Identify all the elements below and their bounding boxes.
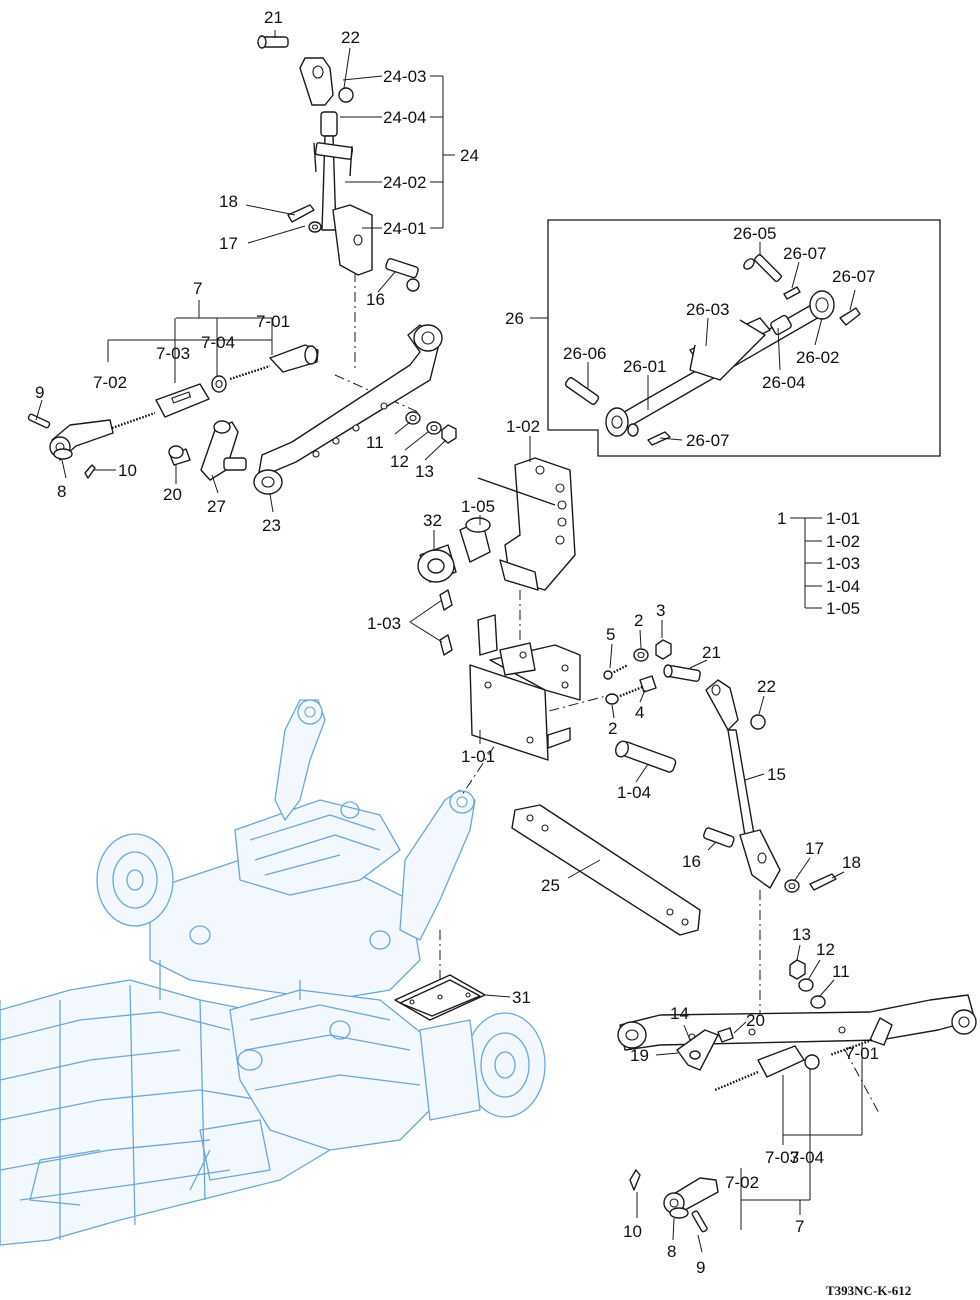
callout-21-top: 21 xyxy=(264,8,283,27)
callout-1-03: 1-03 xyxy=(367,614,401,633)
callout-2-lower: 2 xyxy=(608,719,617,738)
callout-19: 19 xyxy=(630,1046,649,1065)
stabilizer-bar-25 xyxy=(511,804,701,936)
assembly-group-index: 1 1-01 1-02 1-03 1-04 1-05 xyxy=(777,509,860,618)
callout-24-03: 24-03 xyxy=(383,67,426,86)
group-child-1-04: 1-04 xyxy=(826,577,860,596)
callout-20-top: 20 xyxy=(163,485,182,504)
mounting-plate-1-01 xyxy=(439,589,581,761)
callout-16-mid: 16 xyxy=(682,852,701,871)
callout-7-02-low: 7-02 xyxy=(725,1173,759,1192)
callout-10-top: 10 xyxy=(118,461,137,480)
callout-26: 26 xyxy=(505,309,524,328)
lift-arm-23 xyxy=(168,324,457,495)
callout-26-05: 26-05 xyxy=(733,224,776,243)
callout-13-top: 13 xyxy=(415,462,434,481)
callout-26-07-b: 26-07 xyxy=(832,267,875,286)
callout-13-low: 13 xyxy=(792,925,811,944)
callout-24-01: 24-01 xyxy=(383,219,426,238)
callout-labels: 21 22 24-03 24-04 24 24-02 24-01 18 17 1… xyxy=(35,8,879,1277)
callout-8-top: 8 xyxy=(57,482,66,501)
callout-17-mid: 17 xyxy=(805,839,824,858)
callout-23: 23 xyxy=(262,516,281,535)
callout-7-low: 7 xyxy=(795,1217,804,1236)
callout-10-low: 10 xyxy=(623,1222,642,1241)
callout-26-07-c: 26-07 xyxy=(686,431,729,450)
callout-11-low: 11 xyxy=(832,962,850,981)
callout-8-low: 8 xyxy=(667,1242,676,1261)
transmission-housing-outline xyxy=(0,699,546,1246)
group-child-1-02: 1-02 xyxy=(826,532,860,551)
leader-lines xyxy=(35,30,863,1253)
callout-24-04: 24-04 xyxy=(383,108,426,127)
callout-7-04-top: 7-04 xyxy=(201,333,235,352)
callout-21-mid: 21 xyxy=(702,643,721,662)
callout-7-03-low: 7-03 xyxy=(765,1148,799,1167)
bracket-1-02 xyxy=(417,457,576,591)
lift-rod-15 xyxy=(663,664,837,893)
callout-18-mid: 18 xyxy=(842,853,861,872)
hardware-pins-bolts xyxy=(603,639,677,773)
callout-18-top: 18 xyxy=(219,192,238,211)
callout-14: 14 xyxy=(670,1004,689,1023)
callout-26-06: 26-06 xyxy=(563,344,606,363)
callout-26-02: 26-02 xyxy=(796,348,839,367)
callout-1-01: 1-01 xyxy=(461,747,495,766)
callout-26-04: 26-04 xyxy=(762,373,805,392)
callout-26-07-a: 26-07 xyxy=(783,244,826,263)
callout-27: 27 xyxy=(207,497,226,516)
callout-24: 24 xyxy=(460,146,479,165)
callout-15: 15 xyxy=(767,765,786,784)
callout-11-top: 11 xyxy=(366,433,384,452)
callout-7-01-top: 7-01 xyxy=(256,312,290,331)
top-link-assembly-26-box xyxy=(530,219,941,457)
callout-32: 32 xyxy=(423,511,442,530)
callout-24-02: 24-02 xyxy=(383,173,426,192)
drawing-code: T393NC-K-612 xyxy=(826,1283,911,1298)
check-chain-7-lower xyxy=(629,1017,893,1233)
callout-22-top: 22 xyxy=(341,28,360,47)
callout-7-01-low: 7-01 xyxy=(845,1044,879,1063)
callout-22-mid: 22 xyxy=(757,677,776,696)
group-parent: 1 xyxy=(777,509,786,528)
callout-17-top: 17 xyxy=(219,234,238,253)
callout-26-03: 26-03 xyxy=(686,300,729,319)
callout-26-01: 26-01 xyxy=(623,357,666,376)
callout-12-low: 12 xyxy=(816,940,835,959)
callout-1-02: 1-02 xyxy=(506,417,540,436)
callout-12-top: 12 xyxy=(390,452,409,471)
callout-4: 4 xyxy=(635,703,644,722)
callout-1-05: 1-05 xyxy=(461,497,495,516)
callout-31: 31 xyxy=(512,988,531,1007)
group-child-1-05: 1-05 xyxy=(826,599,860,618)
group-child-1-03: 1-03 xyxy=(826,554,860,573)
callout-7-02-top: 7-02 xyxy=(93,373,127,392)
callout-7-04-low: 7-04 xyxy=(790,1148,824,1167)
callout-5: 5 xyxy=(606,625,615,644)
callout-1-04: 1-04 xyxy=(617,783,651,802)
cover-plate-31 xyxy=(394,974,486,1021)
group-child-1-01: 1-01 xyxy=(826,509,860,528)
callout-9-low: 9 xyxy=(696,1258,705,1277)
callout-7-top: 7 xyxy=(193,279,202,298)
callout-3: 3 xyxy=(656,601,665,620)
callout-25: 25 xyxy=(541,876,560,895)
callout-9-top: 9 xyxy=(35,383,44,402)
check-chain-7-upper xyxy=(27,344,319,479)
callout-7-03-top: 7-03 xyxy=(156,344,190,363)
top-link-24 xyxy=(257,35,420,292)
callout-2-upper: 2 xyxy=(634,611,643,630)
callout-16-top: 16 xyxy=(366,290,385,309)
assembly-centerlines xyxy=(334,272,881,1116)
callout-20-low: 20 xyxy=(746,1011,765,1030)
